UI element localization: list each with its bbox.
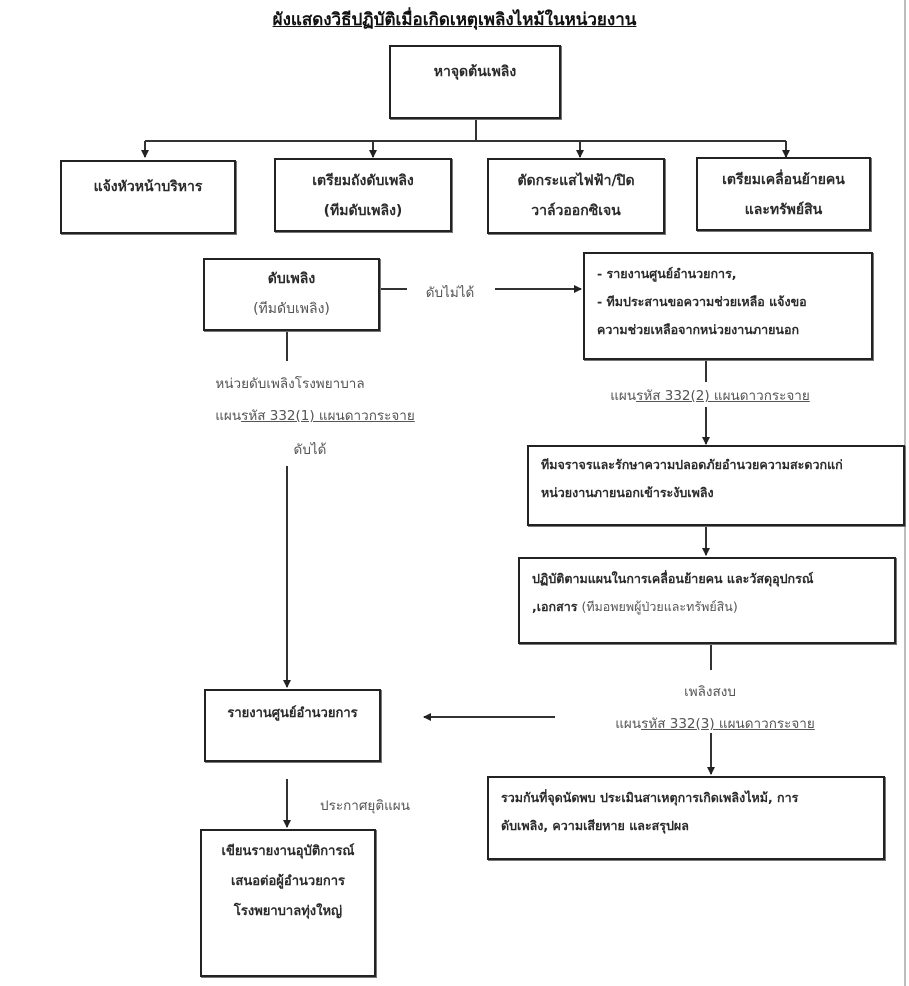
label-plan-332-3-prefix: แผน (615, 716, 642, 732)
label-cannot-extinguish: ดับไม่ได้ (425, 285, 475, 301)
node-notify-head-text: แจ้งหัวหน้าบริหาร (93, 179, 203, 195)
node-traffic-security-team: ทีมจราจรและรักษาความปลอดภัยอำนวยความสะดว… (527, 445, 905, 526)
label-plan-332-2-code: รหัส 332(2) แผนดาวกระจาย (636, 388, 810, 404)
node-report-command-center: รายงานศูนย์อำนวยการ (204, 689, 381, 762)
node-write-incident-report: เขียนรายงานอุบัติการณ์ เสนอต่อผู้อำนวยกา… (200, 829, 376, 977)
label-plan-332-2-prefix: แผน (610, 388, 637, 404)
node-prepare-extinguisher-line1: เตรียมถังดับเพลิง (312, 173, 414, 189)
node-evacuation-plan-line1: ปฏิบัติตามแผนในการเคลื่อนย้ายคน และวัสดุ… (532, 571, 814, 586)
node-assemble-and-evaluate: รวมกันที่จุดนัดพบ ประเมินสาเหตุการเกิดเพ… (487, 776, 885, 860)
node-traffic-team-line1: ทีมจราจรและรักษาความปลอดภัยอำนวยความสะดว… (541, 457, 843, 472)
node-find-fire-source: หาจุดต้นเพลิง (389, 45, 561, 119)
page-right-border (904, 0, 906, 986)
node-traffic-team-line2: หน่วยงานภายนอกเข้าระงับเพลิง (541, 485, 714, 500)
node-cut-power: ตัดกระแสไฟฟ้า/ปิด วาล์วออกซิเจน (487, 158, 665, 234)
node-evacuation-plan: ปฏิบัติตามแผนในการเคลื่อนย้ายคน และวัสดุ… (518, 557, 896, 644)
label-fire-calm: เพลิงสงบ (684, 684, 736, 700)
node-extinguish: ดับเพลิง (ทีมดับเพลิง) (203, 258, 380, 331)
node-notify-head: แจ้งหัวหน้าบริหาร (60, 160, 236, 234)
node-report-help-line3: ความช่วยเหลือจากหน่วยงานภายนอก (597, 322, 800, 337)
label-plan-332-1-code: รหัส 332(1) แผนดาวกระจาย (241, 408, 415, 424)
node-assemble-line1: รวมกันที่จุดนัดพบ ประเมินสาเหตุการเกิดเพ… (501, 790, 799, 805)
node-prepare-evacuate-line2: และทรัพย์สิน (744, 202, 823, 218)
node-prepare-evacuate-line1: เตรียมเคลื่อนย้ายคน (722, 172, 845, 188)
node-prepare-extinguisher: เตรียมถังดับเพลิง (ทีมดับเพลิง) (274, 158, 452, 232)
node-report-help-line2: - ทีมประสานขอความช่วยเหลือ แจ้งขอ (597, 294, 807, 309)
node-extinguish-line2: (ทีมดับเพลิง) (253, 301, 330, 317)
label-plan-332-2: แผนรหัส 332(2) แผนดาวกระจาย (580, 386, 840, 406)
node-write-report-line2: เสนอต่อผู้อำนวยการ (230, 874, 345, 889)
node-evacuation-plan-line2-bold: ,เอกสาร (532, 599, 578, 614)
label-plan-332-1: แผนรหัส 332(1) แผนดาวกระจาย (185, 406, 445, 426)
node-cut-power-line2: วาล์วออกซิเจน (531, 203, 621, 219)
node-prepare-extinguisher-line2: (ทีมดับเพลิง) (323, 203, 403, 219)
node-evacuation-plan-line2: ,เอกสาร (ทีมอพยพผู้ป่วยและทรัพย์สิน) (520, 593, 894, 621)
node-report-and-request-help: - รายงานศูนย์อำนวยการ, - ทีมประสานขอความ… (583, 252, 873, 360)
node-extinguish-line1: ดับเพลิง (267, 271, 316, 287)
node-evacuation-plan-line2-team: (ทีมอพยพผู้ป่วยและทรัพย์สิน) (577, 599, 738, 614)
node-prepare-evacuate: เตรียมเคลื่อนย้ายคน และทรัพย์สิน (696, 157, 871, 231)
label-hospital-fire-unit: หน่วยดับเพลิงโรงพยาบาล (215, 376, 365, 392)
node-cut-power-line1: ตัดกระแสไฟฟ้า/ปิด (517, 173, 635, 189)
node-find-fire-source-text: หาจุดต้นเพลิง (433, 64, 517, 80)
node-write-report-line1: เขียนรายงานอุบัติการณ์ (221, 844, 355, 859)
node-assemble-line2: ดับเพลิง, ความเสียหาย และสรุปผล (501, 818, 689, 833)
node-report-center-text: รายงานศูนย์อำนวยการ (227, 706, 358, 721)
node-report-help-line1: - รายงานศูนย์อำนวยการ, (597, 266, 737, 281)
label-plan-332-1-prefix: แผน (215, 408, 242, 424)
label-plan-332-3-code: รหัส 332(3) แผนดาวกระจาย (641, 716, 815, 732)
label-plan-332-3: แผนรหัส 332(3) แผนดาวกระจาย (585, 714, 845, 734)
node-write-report-line3: โรงพยาบาลทุ่งใหญ่ (233, 904, 343, 919)
page-title: ผังแสดงวิธีปฏิบัติเมื่อเกิดเหตุเพลิงไหม้… (272, 10, 637, 30)
label-can-extinguish: ดับได้ (293, 442, 327, 458)
label-announce-end-of-plan: ประกาศยุติแผน (320, 798, 410, 814)
